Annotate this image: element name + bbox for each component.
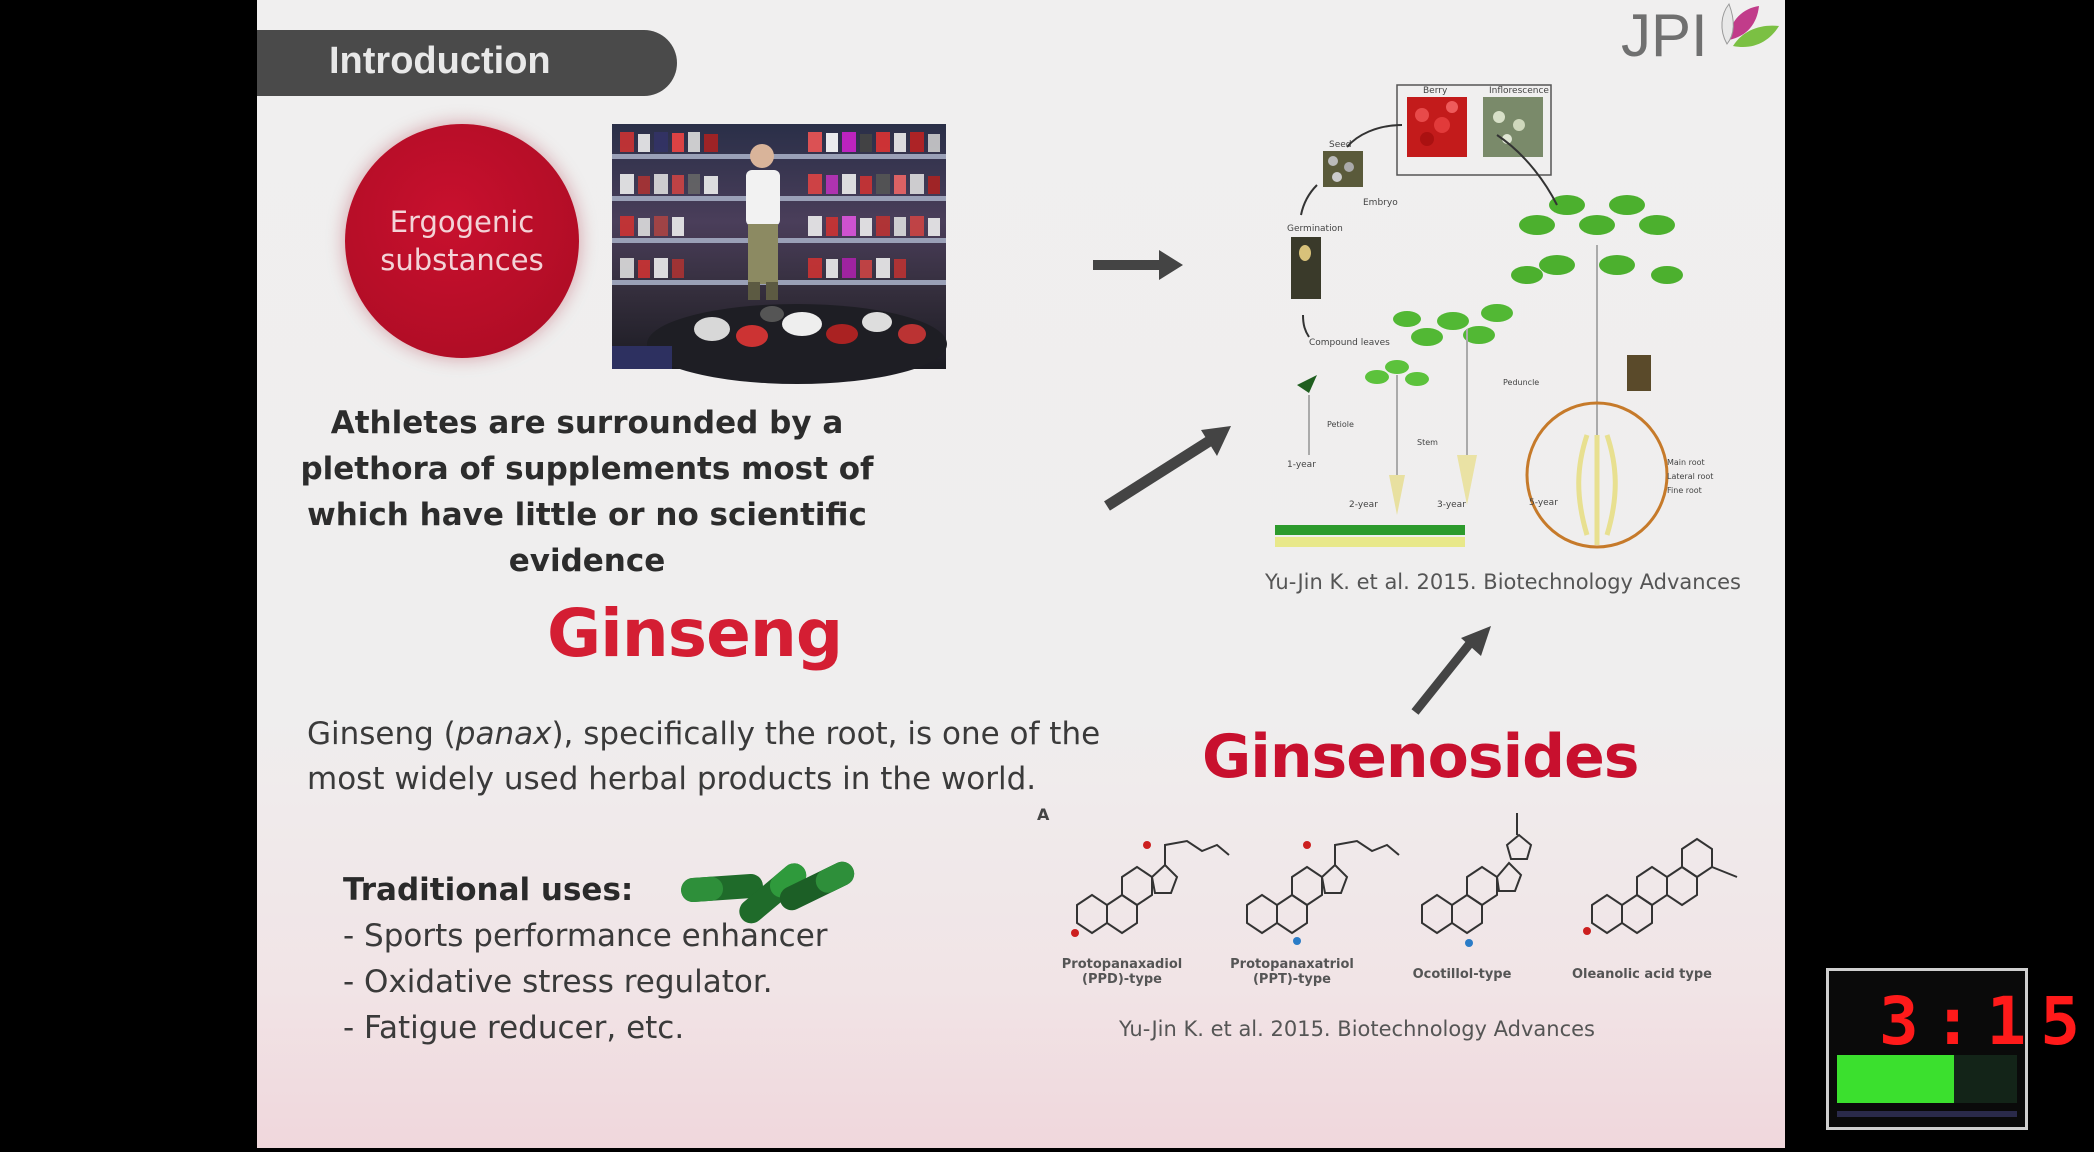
timer-status-strip xyxy=(1837,1111,2017,1117)
logo-icon: JPI xyxy=(1621,2,1779,69)
supplement-store-photo xyxy=(612,124,947,384)
timer-progress-bar xyxy=(1837,1055,1954,1103)
ginseng-title: Ginseng xyxy=(547,595,843,672)
desc-text: Ginseng ( xyxy=(307,716,456,752)
ergogenic-circle: Ergogenic substances xyxy=(345,124,579,358)
citation-lifecycle: Yu-Jin K. et al. 2015. Biotechnology Adv… xyxy=(1265,570,1741,594)
desc-text: ), specifically the root, is one of the … xyxy=(307,716,1101,797)
molecule-label-oleanolic: Oleanolic acid type xyxy=(1571,967,1712,982)
molecule-label-ppd: Protopanaxadiol (PPD)-type xyxy=(1061,957,1183,987)
svg-text:Main root: Main root xyxy=(1667,458,1705,467)
svg-text:Compound leaves: Compound leaves xyxy=(1309,338,1390,348)
diagonal-arrow-icon xyxy=(1104,426,1231,511)
svg-text:Peduncle: Peduncle xyxy=(1503,378,1539,387)
ginsenoside-structures: A xyxy=(1037,805,1777,1005)
traditional-use-item: - Oxidative stress regulator. xyxy=(343,964,773,1000)
ginseng-lifecycle-diagram: Berry Inflorescence Seed Embryo Germinat… xyxy=(1275,84,1713,549)
ginseng-description: Ginseng (panax), specifically the root, … xyxy=(307,712,1127,802)
logo-text: JPI xyxy=(1621,2,1708,69)
right-arrow-icon xyxy=(1093,250,1183,280)
svg-text:Berry: Berry xyxy=(1423,86,1448,96)
panel-letter: A xyxy=(1037,805,1050,824)
svg-text:3-year: 3-year xyxy=(1437,500,1466,510)
up-arrow-icon xyxy=(1411,626,1491,715)
presentation-slide: Introduction JPI Ergogenic substances xyxy=(257,0,1785,1148)
person-figure xyxy=(746,144,780,300)
svg-text:Stem: Stem xyxy=(1417,438,1438,447)
circle-label: Ergogenic substances xyxy=(380,205,544,277)
shelf xyxy=(612,280,946,285)
ginsenosides-title: Ginsenosides xyxy=(1202,722,1640,792)
svg-text:Seed: Seed xyxy=(1329,140,1352,150)
svg-text:Lateral root: Lateral root xyxy=(1667,472,1713,481)
countdown-timer: 3:15 xyxy=(1826,968,2080,1130)
athletes-statement: Athletes are surrounded by a plethora of… xyxy=(300,405,874,579)
section-tab: Introduction xyxy=(257,30,677,96)
timer-display: 3:15 xyxy=(1879,983,2094,1060)
desc-italic: panax xyxy=(455,716,552,752)
molecule-label-ocotillol: Ocotillol-type xyxy=(1412,967,1512,982)
shelf xyxy=(612,238,946,243)
svg-text:Inflorescence: Inflorescence xyxy=(1489,86,1549,96)
traditional-use-item: - Fatigue reducer, etc. xyxy=(343,1010,685,1046)
store-shelves-illustration xyxy=(612,132,947,384)
jpi-logo: JPI xyxy=(1619,0,1785,69)
citation-structures: Yu-Jin K. et al. 2015. Biotechnology Adv… xyxy=(1119,1017,1595,1041)
capsules-icon xyxy=(681,861,855,924)
svg-text:Petiole: Petiole xyxy=(1327,420,1354,429)
shelf xyxy=(612,154,946,159)
molecule-skeletons xyxy=(1071,813,1738,947)
traditional-uses-title: Traditional uses: xyxy=(343,872,634,908)
svg-text:Germination: Germination xyxy=(1287,224,1343,234)
traditional-use-item: - Sports performance enhancer xyxy=(343,918,828,954)
svg-text:Embryo: Embryo xyxy=(1363,198,1398,208)
svg-text:Fine root: Fine root xyxy=(1667,486,1702,495)
section-tab-label: Introduction xyxy=(329,40,551,82)
svg-text:2-year: 2-year xyxy=(1349,500,1378,510)
svg-text:1-year: 1-year xyxy=(1287,460,1316,470)
molecule-label-ppt: Protopanaxatriol (PPT)-type xyxy=(1230,957,1354,987)
svg-text:5-year: 5-year xyxy=(1529,498,1558,508)
